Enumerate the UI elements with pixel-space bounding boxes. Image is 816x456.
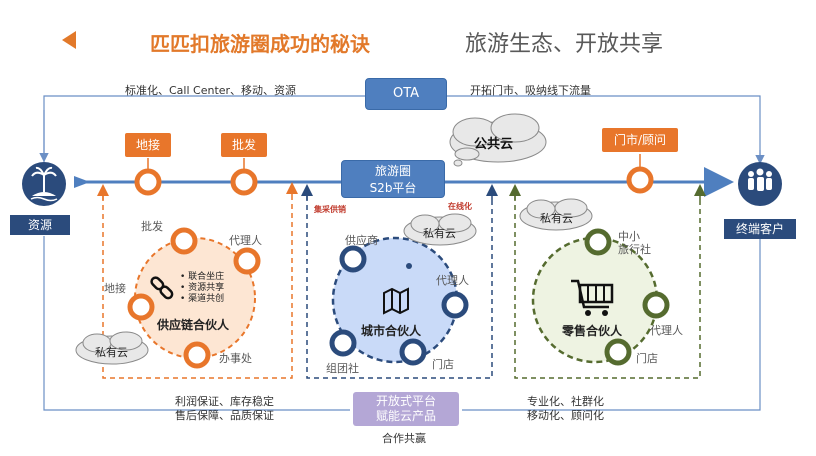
open-platform-line1: 开放式平台: [375, 394, 436, 408]
bottom-right-line2: 移动化、顾问化: [527, 409, 604, 422]
city-cloud-label: 私有云: [423, 227, 456, 240]
coop-label: 合作共赢: [382, 432, 426, 445]
s2b-platform-box: 旅游圈 S2b平台: [341, 160, 445, 198]
top-right-label: 开拓门市、吸纳线下流量: [470, 84, 591, 97]
bullet-item: • 资源共享: [180, 283, 225, 293]
bottom-flow-line: [43, 236, 761, 411]
supply-bullets: • 联合坐庄 • 资源共享 • 渠道共创: [180, 272, 224, 305]
retail-node-store: 门店: [636, 352, 658, 365]
supply-partner-title: 供应链合伙人: [157, 318, 230, 332]
bullet-item: • 联合坐庄: [180, 272, 225, 282]
chain-link-icon: [150, 276, 174, 300]
tag-pifa: 批发: [221, 133, 267, 157]
city-cloud-shape: [403, 213, 477, 246]
city-tag-right: 在线化: [448, 202, 472, 211]
bottom-left-line1: 利润保证、库存稳定: [175, 395, 274, 408]
tag-store-advisor: 门市/顾问: [602, 128, 678, 152]
supply-cloud-shape: [75, 331, 149, 365]
bottom-right-line1: 专业化、社群化: [527, 395, 604, 408]
page-title: 匹匹扣旅游圈成功的秘诀: [150, 32, 370, 56]
city-partner-title: 城市合伙人: [361, 324, 422, 338]
people-icon: [738, 162, 782, 206]
bottom-left-text: 利润保证、库存稳定 售后保障、品质保证: [175, 395, 274, 423]
retail-cloud-shape: [519, 198, 593, 231]
public-cloud-label: 公共云: [474, 137, 514, 152]
bullet-item: • 渠道共创: [180, 294, 225, 304]
bottom-right-text: 专业化、社群化 移动化、顾问化: [527, 395, 604, 423]
open-platform-box: 开放式平台 赋能云产品: [353, 392, 459, 426]
supply-cloud-label: 私有云: [95, 346, 128, 359]
retail-node-agent: 代理人: [650, 324, 683, 337]
city-dashed-box: [306, 196, 493, 379]
retail-dashed-box: [514, 196, 701, 379]
city-node-agent: 代理人: [436, 274, 469, 287]
ota-box: OTA: [365, 78, 447, 110]
shopping-cart-icon: [571, 279, 614, 316]
city-node-store: 门店: [432, 358, 454, 371]
retail-partner-title: 零售合伙人: [562, 324, 623, 338]
open-platform-line2: 赋能云产品: [375, 409, 436, 423]
retail-cloud-label: 私有云: [540, 212, 573, 225]
city-node-supplier: 供应商: [345, 234, 378, 247]
city-node-tour: 组团社: [326, 362, 359, 375]
source-label: 资源: [10, 215, 70, 235]
title-arrow-icon: [62, 31, 76, 49]
supply-node-pifa: 批发: [141, 220, 163, 233]
platform-line2: S2b平台: [369, 181, 417, 195]
supply-node-agent: 代理人: [229, 234, 262, 247]
island-icon: [22, 162, 66, 206]
top-left-label: 标准化、Call Center、移动、资源: [125, 84, 297, 97]
customer-label: 终端客户: [724, 219, 796, 239]
supply-node-dijie: 地接: [104, 282, 126, 295]
tag-dijie: 地接: [125, 133, 171, 157]
city-tag-left: 集采供销: [314, 205, 346, 214]
supply-node-office: 办事处: [219, 352, 252, 365]
public-cloud-shape: [449, 113, 547, 167]
retail-node-agency: 中小 旅行社: [618, 230, 651, 256]
bottom-left-line2: 售后保障、品质保证: [175, 409, 274, 422]
platform-line1: 旅游圈: [374, 164, 411, 178]
supply-dashed-box: [102, 196, 293, 379]
page-subtitle: 旅游生态、开放共享: [465, 32, 664, 57]
map-icon: [383, 287, 409, 315]
